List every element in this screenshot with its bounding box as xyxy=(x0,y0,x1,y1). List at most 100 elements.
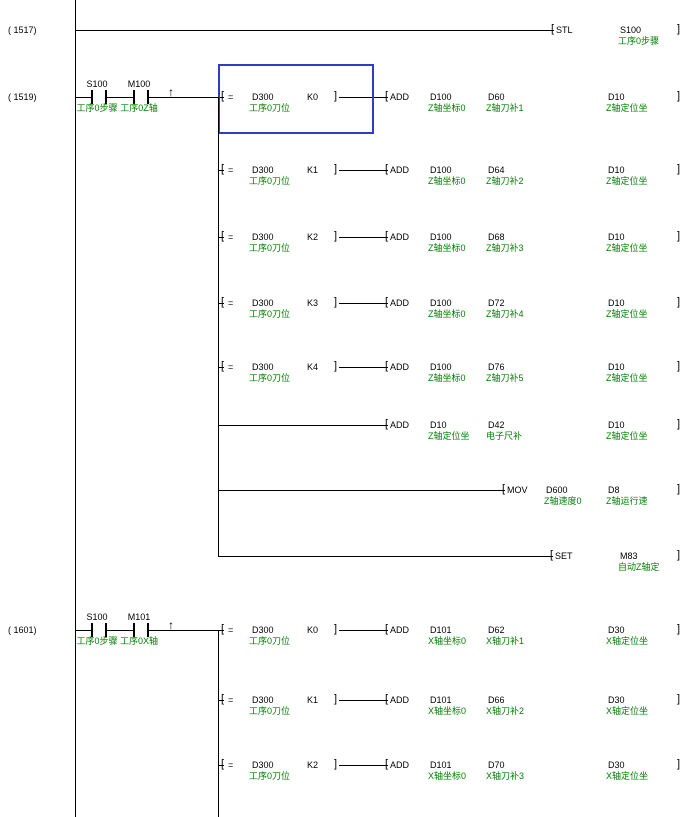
wire-horizontal xyxy=(339,237,388,238)
instruction-operand[interactable]: D70 xyxy=(488,760,505,770)
operand-comment: Z轴定位坐 xyxy=(606,103,648,113)
contact-comment: 工序0X轴 xyxy=(119,636,159,646)
compare-operand-1[interactable]: D300 xyxy=(252,165,274,175)
contact-comment: 工序0Z轴 xyxy=(120,103,158,113)
instruction-operand[interactable]: D30 xyxy=(608,625,625,635)
compare-operand-1[interactable]: D300 xyxy=(252,362,274,372)
compare-operator[interactable]: = xyxy=(228,625,234,635)
compare-operand-1[interactable]: D300 xyxy=(252,625,274,635)
operand-comment: Z轴定位坐 xyxy=(606,176,648,186)
compare-close-bracket: ] xyxy=(334,90,338,102)
instruction-operand[interactable]: M83 xyxy=(620,551,638,561)
compare-operand-1[interactable]: D300 xyxy=(252,232,274,242)
instruction-operand[interactable]: D100 xyxy=(430,92,452,102)
compare-operand-2[interactable]: K2 xyxy=(307,232,319,242)
instruction-operand[interactable]: D101 xyxy=(430,760,452,770)
compare-operand-1[interactable]: D300 xyxy=(252,695,274,705)
contact-symbol[interactable] xyxy=(91,90,107,104)
instruction-operand[interactable]: D42 xyxy=(488,420,505,430)
compare-close-bracket: ] xyxy=(334,360,338,372)
instruction-operand[interactable]: S100 xyxy=(620,25,642,35)
compare-operand-2[interactable]: K2 xyxy=(307,760,319,770)
instruction-operand[interactable]: D72 xyxy=(488,298,505,308)
instruction-opcode[interactable]: ADD xyxy=(390,92,410,102)
instruction-operand[interactable]: D10 xyxy=(608,420,625,430)
compare-comment: 工序0刀位 xyxy=(249,309,291,319)
instruction-operand[interactable]: D30 xyxy=(608,695,625,705)
instruction-operand[interactable]: D66 xyxy=(488,695,505,705)
compare-operand-1[interactable]: D300 xyxy=(252,92,274,102)
instruction-operand[interactable]: D10 xyxy=(608,92,625,102)
compare-operator[interactable]: = xyxy=(228,232,234,242)
compare-operator[interactable]: = xyxy=(228,165,234,175)
instruction-operand[interactable]: D100 xyxy=(430,298,452,308)
compare-operand-2[interactable]: K1 xyxy=(307,695,319,705)
instruction-operand[interactable]: D68 xyxy=(488,232,505,242)
wire-horizontal xyxy=(339,765,388,766)
compare-operator[interactable]: = xyxy=(228,92,234,102)
instruction-operand[interactable]: D10 xyxy=(608,165,625,175)
instruction-opcode[interactable]: SET xyxy=(555,551,573,561)
instruction-operand[interactable]: D64 xyxy=(488,165,505,175)
operand-comment: X轴坐标0 xyxy=(428,636,467,646)
instruction-opcode[interactable]: ADD xyxy=(390,695,410,705)
instruction-open-bracket: [ xyxy=(551,23,555,35)
operand-comment: Z轴坐标0 xyxy=(428,176,466,186)
instruction-opcode[interactable]: ADD xyxy=(390,420,410,430)
instruction-opcode[interactable]: ADD xyxy=(390,232,410,242)
instruction-operand[interactable]: D10 xyxy=(608,362,625,372)
rising-edge-icon: ↑ xyxy=(168,85,174,99)
operand-comment: Z轴运行速 xyxy=(606,496,648,506)
compare-operand-2[interactable]: K4 xyxy=(307,362,319,372)
instruction-close-bracket: ] xyxy=(677,23,681,35)
instruction-operand[interactable]: D30 xyxy=(608,760,625,770)
instruction-operand[interactable]: D10 xyxy=(608,232,625,242)
compare-operator[interactable]: = xyxy=(228,760,234,770)
branch-wire xyxy=(218,97,219,556)
instruction-operand[interactable]: D100 xyxy=(430,362,452,372)
instruction-operand[interactable]: D62 xyxy=(488,625,505,635)
instruction-operand[interactable]: D60 xyxy=(488,92,505,102)
instruction-operand[interactable]: D76 xyxy=(488,362,505,372)
contact-symbol[interactable] xyxy=(133,623,149,637)
instruction-opcode[interactable]: MOV xyxy=(507,485,528,495)
instruction-operand[interactable]: D100 xyxy=(430,165,452,175)
operand-comment: X轴坐标0 xyxy=(428,771,467,781)
compare-operator[interactable]: = xyxy=(228,362,234,372)
instruction-opcode[interactable]: ADD xyxy=(390,362,410,372)
instruction-operand[interactable]: D600 xyxy=(546,485,568,495)
compare-operand-2[interactable]: K3 xyxy=(307,298,319,308)
instruction-operand[interactable]: D100 xyxy=(430,232,452,242)
contact-symbol[interactable] xyxy=(91,623,107,637)
instruction-close-bracket: ] xyxy=(677,549,681,561)
selection-cursor xyxy=(218,64,374,134)
operand-comment: Z轴定位坐 xyxy=(428,431,470,441)
instruction-operand[interactable]: D101 xyxy=(430,625,452,635)
operand-comment: 电子尺补 xyxy=(486,431,523,441)
compare-comment: 工序0刀位 xyxy=(249,771,291,781)
instruction-operand[interactable]: D8 xyxy=(608,485,620,495)
instruction-operand[interactable]: D10 xyxy=(430,420,447,430)
operand-comment: 自动Z轴定 xyxy=(618,562,660,572)
compare-operand-1[interactable]: D300 xyxy=(252,760,274,770)
instruction-opcode[interactable]: STL xyxy=(556,25,573,35)
instruction-operand[interactable]: D101 xyxy=(430,695,452,705)
instruction-opcode[interactable]: ADD xyxy=(390,165,410,175)
compare-operator[interactable]: = xyxy=(228,695,234,705)
compare-operand-2[interactable]: K0 xyxy=(307,92,319,102)
instruction-opcode[interactable]: ADD xyxy=(390,625,410,635)
compare-operand-2[interactable]: K1 xyxy=(307,165,319,175)
instruction-opcode[interactable]: ADD xyxy=(390,298,410,308)
instruction-opcode[interactable]: ADD xyxy=(390,760,410,770)
compare-operand-1[interactable]: D300 xyxy=(252,298,274,308)
contact-symbol[interactable] xyxy=(133,90,149,104)
wire-horizontal xyxy=(218,765,224,766)
instruction-operand[interactable]: D10 xyxy=(608,298,625,308)
compare-operator[interactable]: = xyxy=(228,298,234,308)
compare-operand-2[interactable]: K0 xyxy=(307,625,319,635)
operand-comment: Z轴坐标0 xyxy=(428,373,466,383)
operand-comment: Z轴定位坐 xyxy=(606,309,648,319)
operand-comment: X轴刀补2 xyxy=(486,706,525,716)
operand-comment: Z轴定位坐 xyxy=(606,373,648,383)
